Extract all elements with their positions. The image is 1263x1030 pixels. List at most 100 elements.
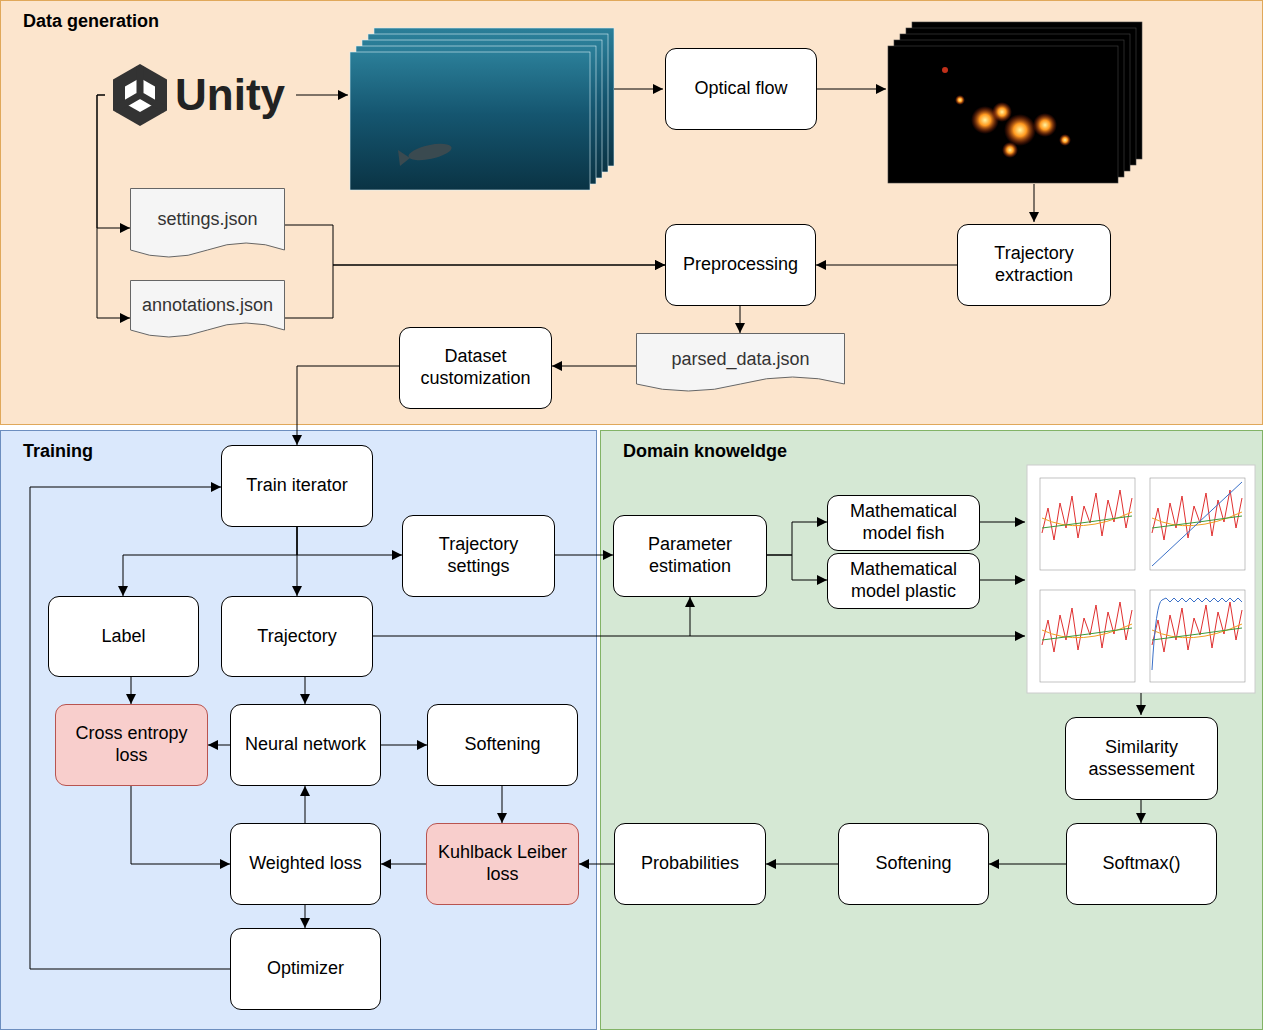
connector-arrow: [297, 366, 399, 445]
process-box: Optimizer: [230, 928, 381, 1010]
plot-line: [1152, 482, 1242, 566]
flow-blob: [1004, 114, 1036, 146]
node-label: Softmax(): [1102, 853, 1180, 875]
process-box: Preprocessing: [665, 224, 816, 306]
process-box: Parameter estimation: [613, 515, 767, 597]
process-box: Optical flow: [665, 48, 817, 130]
plot-line: [1152, 490, 1242, 540]
plot-sheet: [1027, 465, 1255, 693]
node-label: Label: [101, 626, 145, 648]
node-label: Softening: [875, 853, 951, 875]
trajectory-plots: [1027, 465, 1255, 693]
connector-arrow: [767, 555, 827, 580]
flow-arrow: [296, 95, 348, 96]
connector-arrow: [208, 745, 230, 746]
node-label: Mathematical model plastic: [834, 559, 973, 602]
document-shape: annotations.json: [130, 280, 285, 342]
connector-arrow: [579, 864, 614, 865]
connector-arrow: [123, 527, 297, 596]
process-box: Similarity assessement: [1065, 717, 1218, 800]
node-label: Trajectory settings: [409, 534, 548, 577]
logo-label: Unity: [105, 65, 300, 126]
process-box: Trajectory settings: [402, 515, 555, 597]
process-box: Dataset customization: [399, 327, 552, 409]
connector-arrow: [131, 786, 230, 864]
optical-flow-frames: [888, 22, 1142, 183]
loss-box: Kuhlback Leiber loss: [426, 823, 579, 905]
flow-arrow: [817, 89, 886, 90]
connector-arrow: [381, 864, 426, 865]
process-box: Train iterator: [221, 445, 373, 527]
node-label: Preprocessing: [683, 254, 798, 276]
video-frame: [350, 52, 590, 190]
process-box: Weighted loss: [230, 823, 381, 905]
connector-arrow: [552, 366, 636, 367]
connector-arrow: [97, 95, 130, 228]
plot-axes: [1150, 590, 1245, 682]
band-heading: Domain knoweldge: [623, 441, 787, 463]
flow-arrow: [979, 580, 1025, 581]
plot-line: [1042, 490, 1132, 540]
node-label: annotations.json: [142, 295, 273, 317]
node-label: Train iterator: [246, 475, 347, 497]
flow-frame: [888, 46, 1118, 183]
process-box: Trajectory: [221, 596, 373, 677]
flow-arrow: [1141, 693, 1142, 715]
unity-logo-arms: [115, 66, 165, 110]
connector-arrow: [305, 905, 306, 928]
node-label: Softening: [464, 734, 540, 756]
node-label: Kuhlback Leiber loss: [433, 842, 572, 885]
flow-arrow: [690, 636, 1025, 637]
process-box: Softmax(): [1066, 823, 1217, 905]
process-box: Mathematical model fish: [827, 495, 980, 551]
connector-arrow: [131, 677, 132, 704]
connector-arrow: [989, 864, 1066, 865]
unity-logo-cube: [113, 64, 167, 126]
document-shape: parsed_data.json: [636, 333, 845, 396]
band-heading: Data generation: [23, 11, 159, 33]
plot-line: [1152, 628, 1242, 640]
plot-axes: [1150, 478, 1245, 570]
process-box: Softening: [427, 704, 578, 786]
swimlane-band: TrainingTrain iteratorTrajectory setting…: [0, 430, 597, 1030]
plot-line: [1152, 598, 1242, 670]
connector-arrow: [381, 745, 427, 746]
node-label: Optimizer: [267, 958, 344, 980]
video-frames: [350, 28, 614, 190]
flow-blob: [1059, 134, 1071, 146]
document-outline-path: [637, 334, 845, 392]
node-label: Unity: [175, 71, 285, 119]
loss-box: Cross entropy loss: [55, 704, 208, 786]
node-label: Probabilities: [641, 853, 739, 875]
plot-line: [1042, 602, 1132, 652]
node-label: Cross entropy loss: [62, 723, 201, 766]
fish-body: [407, 141, 453, 164]
node-label: Mathematical model fish: [834, 501, 973, 544]
plot-line: [1152, 516, 1242, 528]
connector-arrow: [305, 786, 306, 823]
node-label: Similarity assessement: [1072, 737, 1211, 780]
node-label: Trajectory extraction: [964, 243, 1104, 286]
flow-blob: [1033, 113, 1057, 137]
flow-blob: [955, 95, 965, 105]
connector-arrow: [297, 527, 402, 555]
connector-arrow: [373, 597, 690, 636]
node-label: Parameter estimation: [620, 534, 760, 577]
connector-arrow: [1141, 800, 1142, 823]
node-label: Weighted loss: [249, 853, 362, 875]
flow-arrow: [979, 522, 1025, 523]
flow-arrow: [1034, 184, 1035, 222]
flow-blob: [942, 67, 948, 73]
connector-arrow: [30, 487, 230, 969]
plot-axes: [1040, 590, 1135, 682]
process-box: Probabilities: [614, 823, 766, 905]
connector-arrow: [766, 864, 838, 865]
connector-arrow: [97, 95, 130, 318]
connector-group: [30, 95, 1141, 969]
fish-tail: [398, 150, 410, 166]
document-outline-path: [131, 189, 285, 258]
connector-arrow: [555, 555, 613, 556]
plot-line: [1042, 624, 1132, 638]
plot-axes: [1040, 478, 1135, 570]
document-shape: settings.json: [130, 188, 285, 262]
